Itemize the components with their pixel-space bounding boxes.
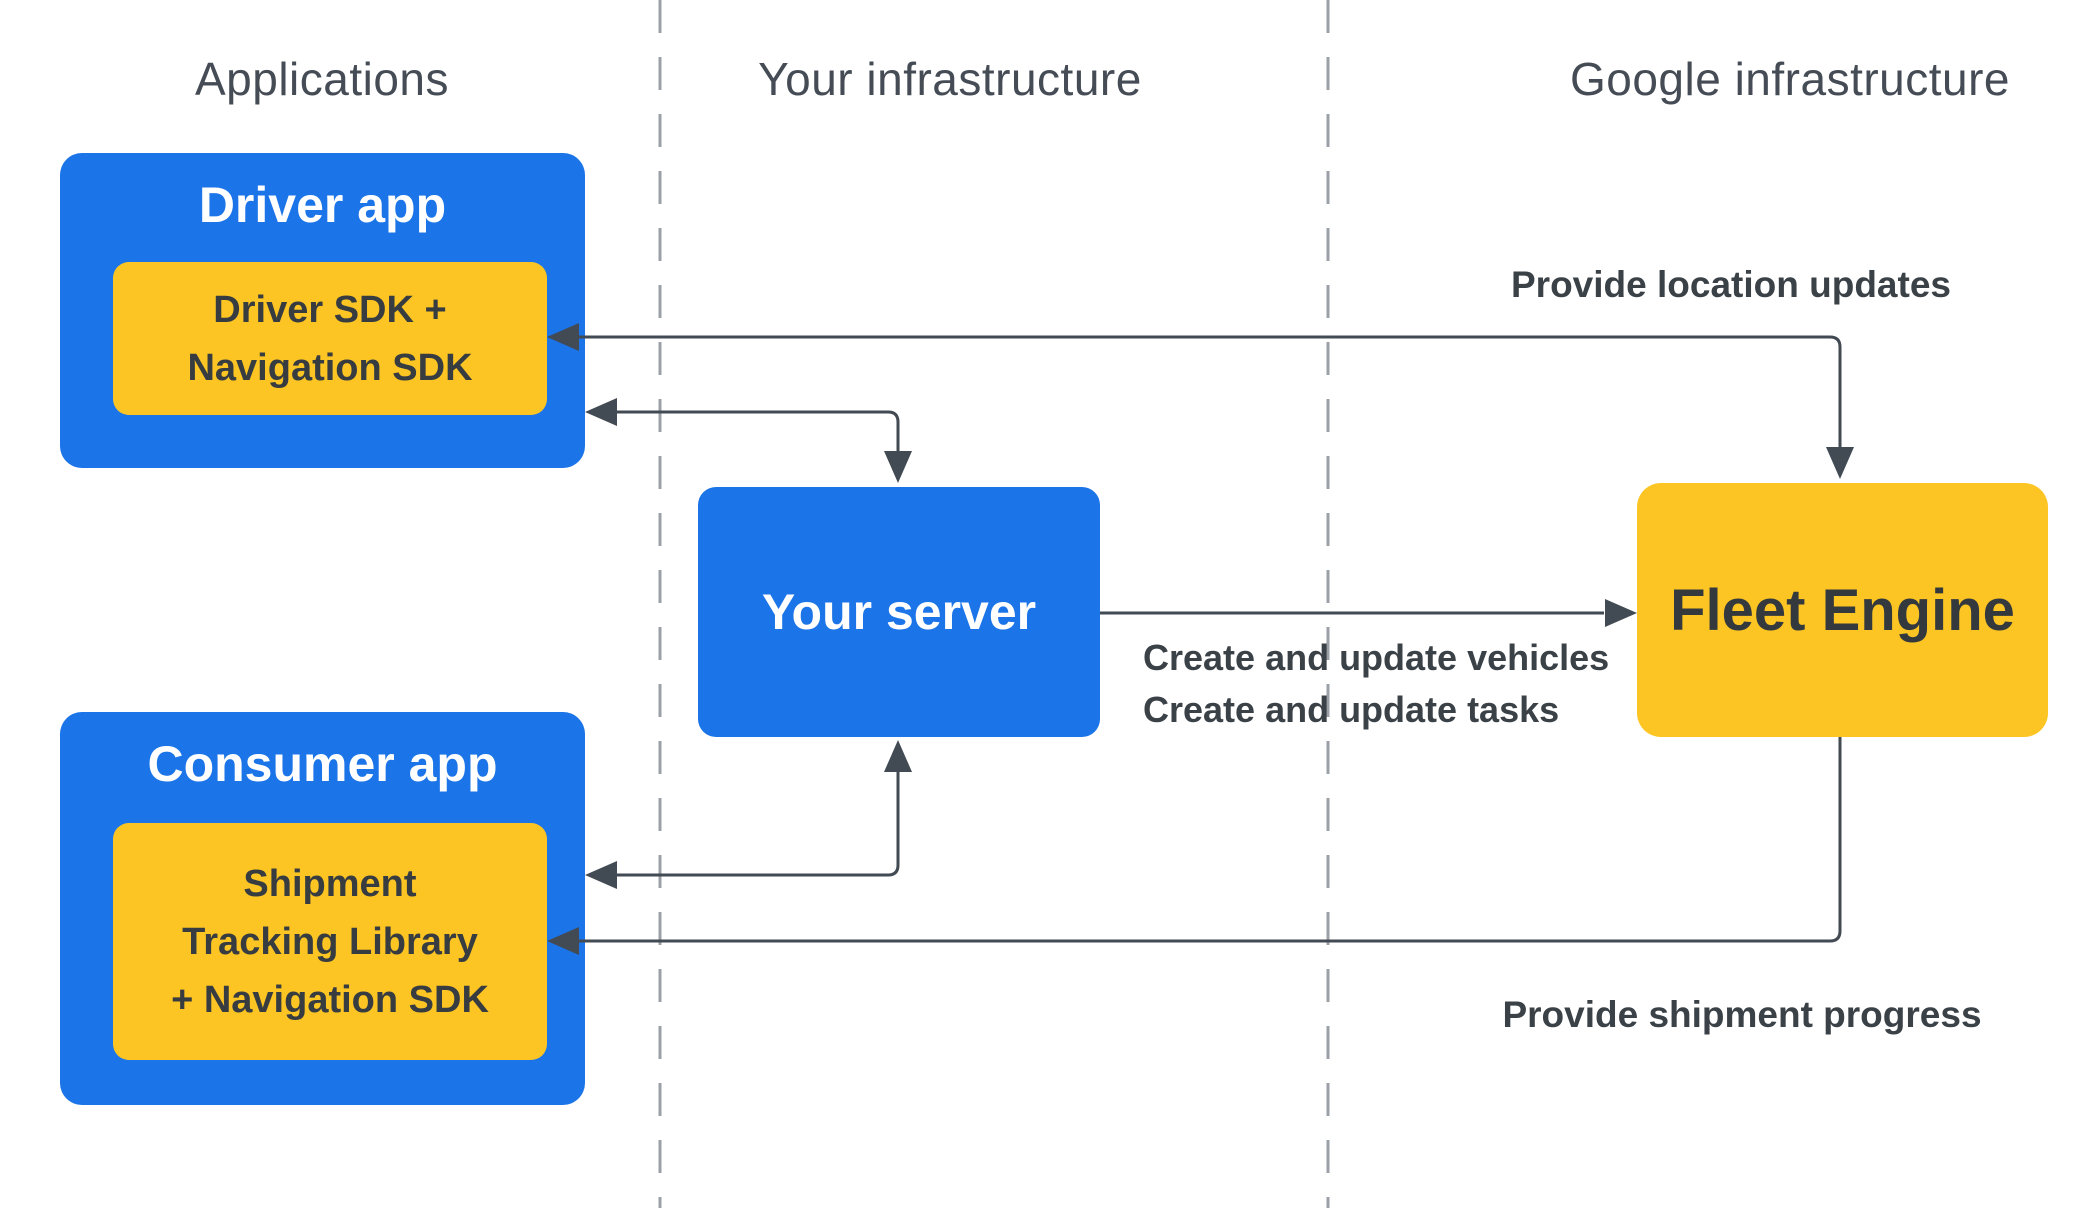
column-header-applications: Applications [194, 53, 450, 105]
driver-sdk-label: Driver SDK + Navigation SDK [187, 288, 473, 389]
label-provide-location-updates: Provide location updates [1511, 264, 1951, 305]
fleet-engine-title: Fleet Engine [1670, 577, 2015, 643]
label-provide-shipment-progress: Provide shipment progress [1502, 994, 1982, 1035]
consumer-app-title: Consumer app [147, 736, 498, 792]
node-your-server: Your server [698, 487, 1100, 737]
node-driver-app: Driver app Driver SDK + Navigation SDK [60, 153, 585, 468]
label-create-and-update: Create and update vehicles Create and up… [1143, 637, 1610, 730]
node-shipment-tracking-library: Shipment Tracking Library + Navigation S… [113, 823, 547, 1060]
your-server-title: Your server [761, 584, 1037, 640]
arrow-driver-sdk-fleet-engine [547, 323, 1854, 479]
node-consumer-app: Consumer app Shipment Tracking Library +… [60, 712, 585, 1105]
arrow-driver-app-your-server [585, 398, 912, 483]
column-header-your-infrastructure: Your infrastructure [758, 53, 1142, 105]
node-fleet-engine: Fleet Engine [1637, 483, 2048, 737]
column-header-google-infrastructure: Google infrastructure [1569, 53, 2011, 105]
arrow-your-server-fleet-engine [1100, 599, 1637, 627]
arrow-fleet-engine-shipment-library [547, 737, 1842, 955]
node-driver-sdk: Driver SDK + Navigation SDK [113, 262, 547, 415]
shipment-tracking-label: Shipment Tracking Library + Navigation S… [171, 862, 489, 1021]
arrow-your-server-consumer-app [585, 740, 912, 889]
driver-app-title: Driver app [198, 177, 447, 233]
